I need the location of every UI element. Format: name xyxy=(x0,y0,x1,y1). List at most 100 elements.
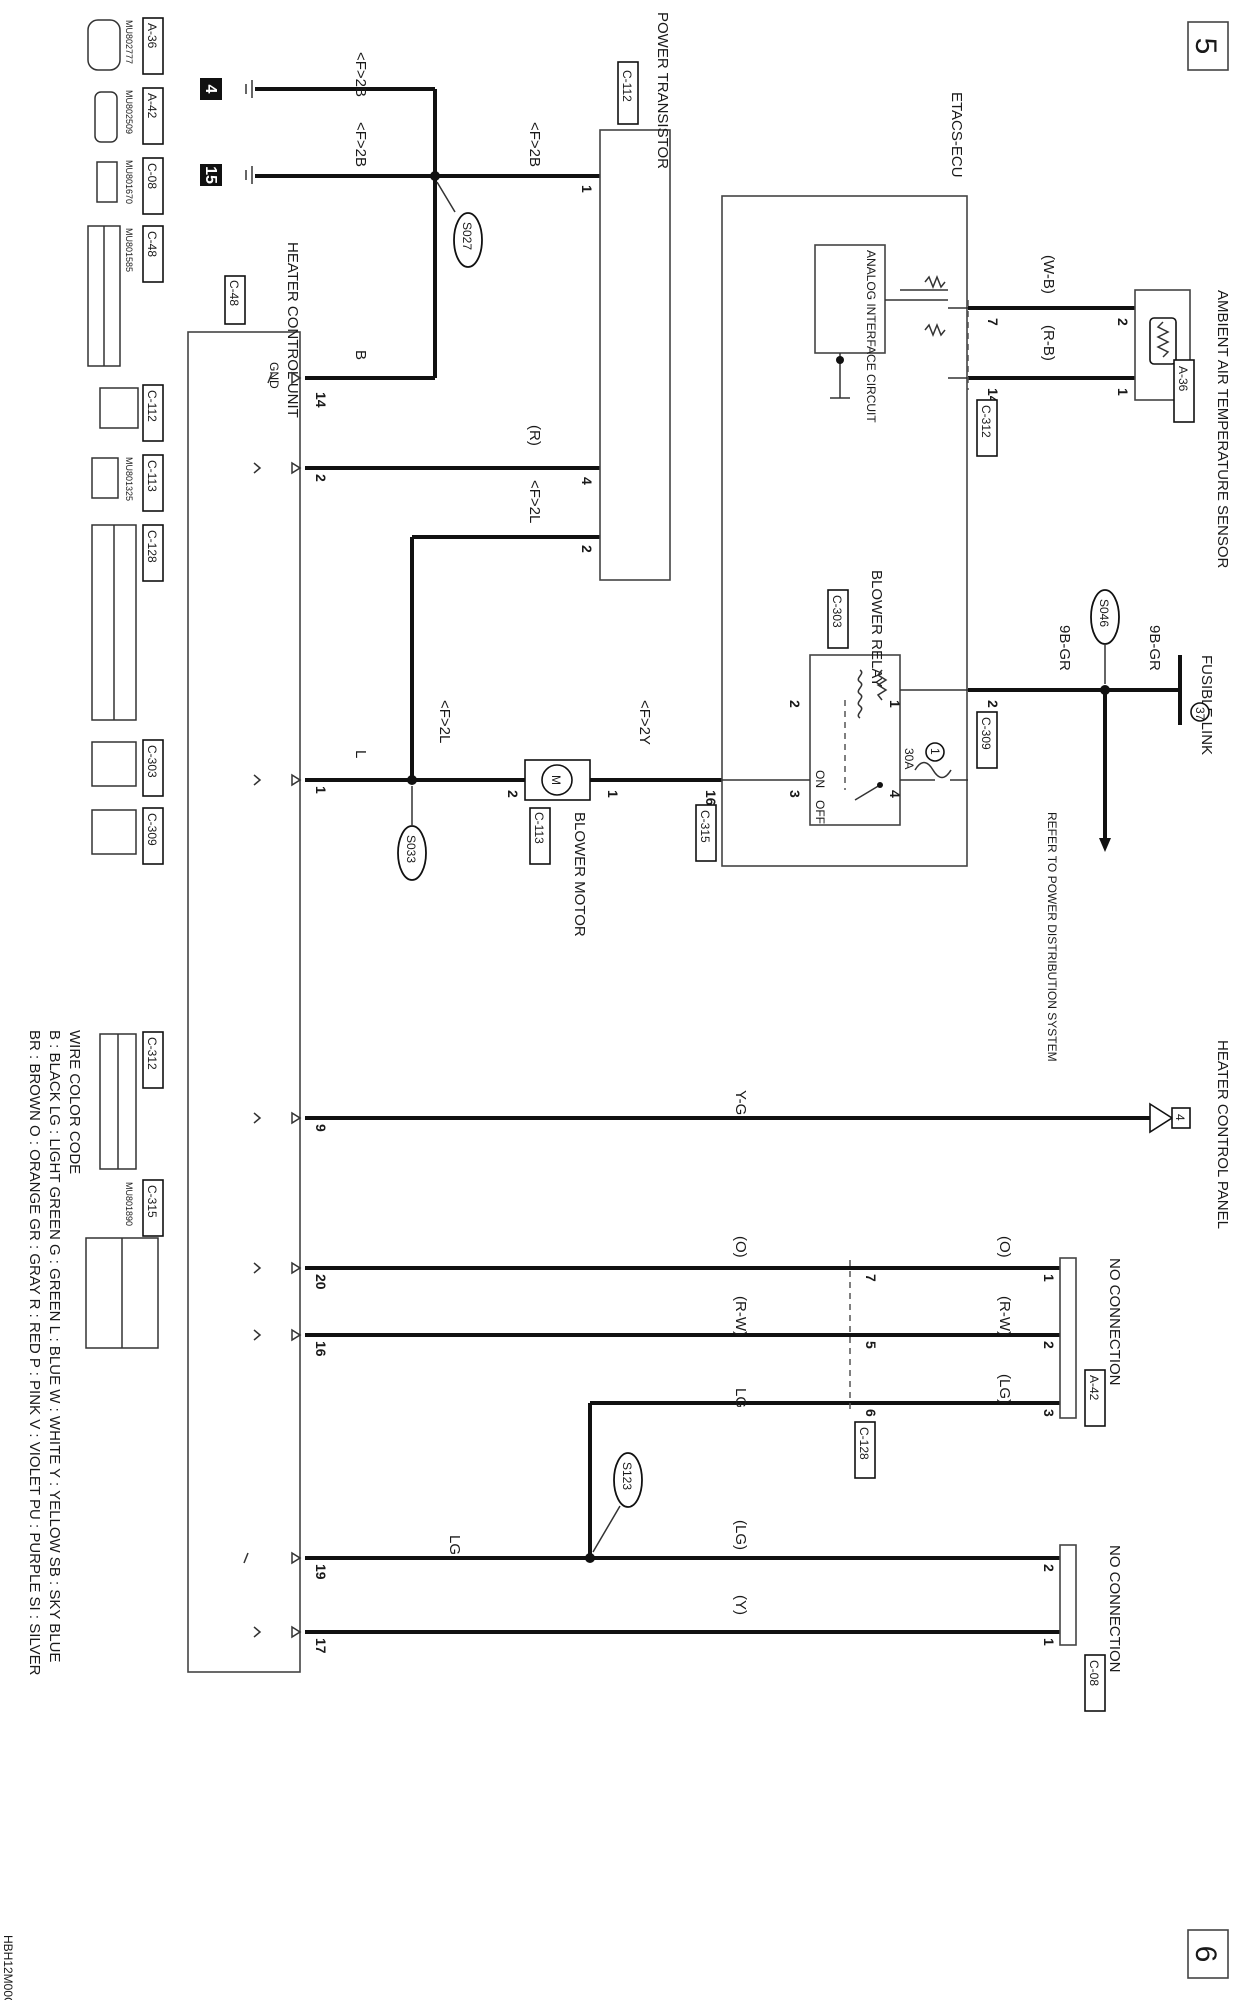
fuse-30a: 1 30A xyxy=(900,742,968,781)
blower-motor-icon: M xyxy=(524,759,591,801)
wire-color-code: WIRE COLOR CODE B : BLACK LG : LIGHT GRE… xyxy=(26,1030,83,1676)
heater-control-unit-label: HEATER CONTROL UNIT C-48 xyxy=(224,242,301,418)
blower-relay-label: BLOWER RELAY C-303 xyxy=(827,570,885,687)
etacs-c312: C-312 xyxy=(979,405,993,438)
legend-c08: C-08 MU801670 xyxy=(96,157,164,215)
splice-label: S046 xyxy=(1097,599,1111,627)
wire-label: <F>2Y xyxy=(636,700,653,745)
legend-c128: C-128 xyxy=(91,524,164,721)
pt-name: POWER TRANSISTOR xyxy=(654,12,671,169)
power-transistor-label: POWER TRANSISTOR C-112 xyxy=(617,12,671,169)
splice-s033: S033 xyxy=(397,786,427,881)
refer-note: REFER TO POWER DISTRIBUTION SYSTEM xyxy=(1045,812,1059,1062)
legend-id: C-315 xyxy=(145,1185,159,1218)
c128-connector: C-128 xyxy=(857,1427,871,1460)
legend-part-number: MU801585 xyxy=(124,228,134,272)
wire-label: <F>2L xyxy=(526,480,543,523)
sensor-pin: 2 xyxy=(1115,318,1131,326)
wire-label: (LG) xyxy=(732,1520,749,1550)
legend-id: C-312 xyxy=(145,1037,159,1070)
motor-pin: 2 xyxy=(505,790,521,798)
c128-pin: 7 xyxy=(863,1274,879,1282)
legend-c312: C-312 xyxy=(99,1031,164,1170)
wire-color-title: WIRE COLOR CODE xyxy=(66,1030,83,1174)
pt-pin: 1 xyxy=(579,185,595,193)
c08-connector-box xyxy=(1084,1654,1106,1712)
connector-legend: A-36 MU802777 A-42 MU802509 C-08 MU80167… xyxy=(85,17,164,1349)
fusible-link-number-circle xyxy=(1190,702,1210,722)
hcu-pin: 2 xyxy=(313,474,329,482)
wire-labels: <F>2B <F>2B <F>2B B (R) <F>2L L <F>2L <F… xyxy=(352,52,1163,1615)
relay-name: BLOWER RELAY xyxy=(868,570,885,687)
legend-c303: C-303 xyxy=(91,739,164,797)
etacs-c312-box xyxy=(976,399,998,457)
ambient-sensor-box xyxy=(1134,289,1191,401)
wire-label: (R-W) xyxy=(732,1296,749,1336)
hcu-gnd-label: GND xyxy=(267,362,281,389)
splice-s027: S027 xyxy=(436,181,483,268)
splice-s123: S123 xyxy=(592,1452,643,1553)
relay-on-label: ON xyxy=(813,770,827,788)
etacs-c315: C-315 xyxy=(698,810,712,843)
hcu-pin: 16 xyxy=(313,1341,329,1357)
wire-label: 9B-GR xyxy=(1056,625,1073,671)
legend-c315: C-315 MU801890 xyxy=(85,1179,164,1349)
a42-pin: 3 xyxy=(1041,1409,1057,1417)
wire-label: LG xyxy=(732,1388,749,1408)
hcu-name: HEATER CONTROL UNIT xyxy=(284,242,301,418)
sensor-connector: A-36 xyxy=(1176,366,1190,392)
legend-part-number: MU801325 xyxy=(124,457,134,501)
motor-connector: C-113 xyxy=(532,812,546,844)
relay-coil-icon xyxy=(857,669,888,719)
pt-pin: 2 xyxy=(579,545,595,553)
etacs-c309: C-309 xyxy=(979,717,993,750)
c08-connector: C-08 xyxy=(1087,1660,1101,1686)
c128-connector-box xyxy=(854,1421,876,1479)
legend-id: A-42 xyxy=(145,93,159,119)
pt-pin: 4 xyxy=(579,477,595,485)
sensor-pin: 1 xyxy=(1115,388,1131,396)
fuse-number: 1 xyxy=(928,748,942,755)
junction-dot xyxy=(585,1553,595,1563)
splice-s046: S046 xyxy=(1090,589,1120,684)
splice-label: S027 xyxy=(460,222,474,250)
a42-connector: A-42 xyxy=(1087,1375,1101,1401)
legend-id: C-48 xyxy=(145,231,159,257)
page-number-box-top xyxy=(1187,21,1229,71)
legend-c113: C-113 MU801325 xyxy=(91,454,164,512)
wire-label: (W-B) xyxy=(1040,255,1057,294)
splice-label: S123 xyxy=(620,1462,634,1490)
junction-dot xyxy=(430,171,440,181)
a42-pin: 1 xyxy=(1041,1274,1057,1282)
legend-id: C-309 xyxy=(145,813,159,846)
wire-label: LG xyxy=(446,1535,463,1555)
etacs-ecu-box xyxy=(721,195,968,867)
hcu-pin: 14 xyxy=(313,392,329,408)
fusible-link-number: 37 xyxy=(1193,707,1207,721)
wire-label: <F>2B xyxy=(526,122,543,167)
wire-label: Y-G xyxy=(732,1090,749,1115)
page-number-box-bottom xyxy=(1187,1929,1229,1979)
legend-part-number: MU801890 xyxy=(124,1182,134,1226)
etacs-pin: 2 xyxy=(985,700,1001,708)
c08-box xyxy=(1059,1544,1077,1646)
fuse-rating: 30A xyxy=(902,748,916,769)
legend-id: C-113 xyxy=(145,460,159,492)
legend-part-number: MU802777 xyxy=(124,20,134,64)
relay-pin: 3 xyxy=(787,790,803,798)
wire-label: (LG) xyxy=(996,1374,1013,1404)
motor-pin: 1 xyxy=(605,790,621,798)
ignition-source-15: 15 xyxy=(200,164,253,186)
wire-label: (O) xyxy=(996,1236,1013,1258)
wire-label: 9B-GR xyxy=(1146,625,1163,671)
analog-interface-box xyxy=(814,244,886,354)
blower-relay-box xyxy=(809,654,901,826)
legend-id: C-08 xyxy=(145,163,159,189)
c08-pin: 1 xyxy=(1041,1638,1057,1646)
etacs-name: ETACS-ECU xyxy=(948,92,965,178)
etacs-pin: 7 xyxy=(985,318,1001,326)
wire-label: <F>2B xyxy=(352,122,369,167)
etacs-c309-box xyxy=(976,711,998,769)
hcu-terminal-marks xyxy=(243,371,302,1639)
